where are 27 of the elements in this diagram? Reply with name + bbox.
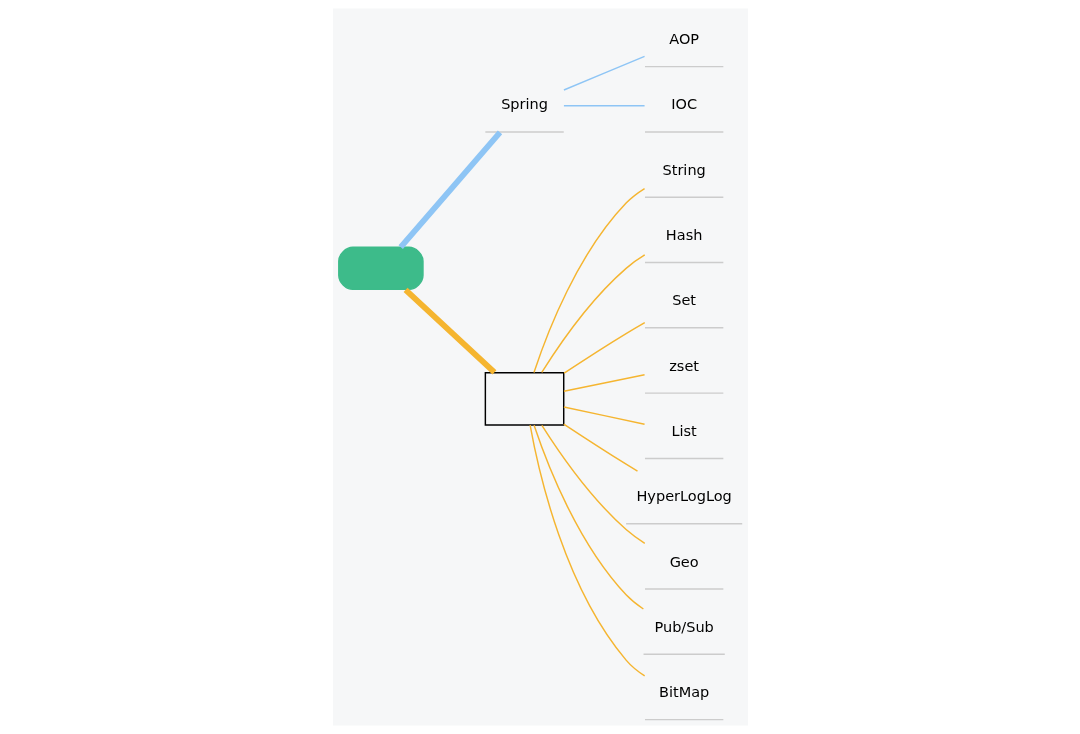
node-text: Pub/Sub — [653, 618, 714, 635]
connector — [532, 187, 645, 374]
node-text: HyperLogLog — [635, 488, 732, 505]
node-text: IOC — [670, 96, 697, 113]
connector — [403, 287, 496, 375]
node-text: Spring — [500, 96, 548, 113]
node-text: List — [670, 422, 697, 439]
connector — [562, 55, 645, 91]
connector — [528, 424, 645, 677]
node-text: Set — [671, 292, 696, 309]
connector — [540, 254, 645, 374]
node-text: Hash — [665, 227, 702, 244]
node-text: String — [662, 161, 706, 178]
node-text: BitMap — [658, 684, 709, 701]
connector — [540, 424, 645, 544]
connector — [532, 424, 644, 610]
connector — [562, 406, 645, 425]
connector — [562, 321, 645, 374]
connector — [398, 130, 502, 249]
node-box — [337, 246, 424, 291]
node-text: zset — [668, 357, 699, 374]
node-text: AOP — [668, 31, 699, 48]
node-text: Geo — [669, 553, 699, 570]
connector — [562, 105, 645, 107]
connector — [562, 374, 645, 392]
connector — [562, 423, 638, 472]
node-box — [484, 372, 564, 426]
